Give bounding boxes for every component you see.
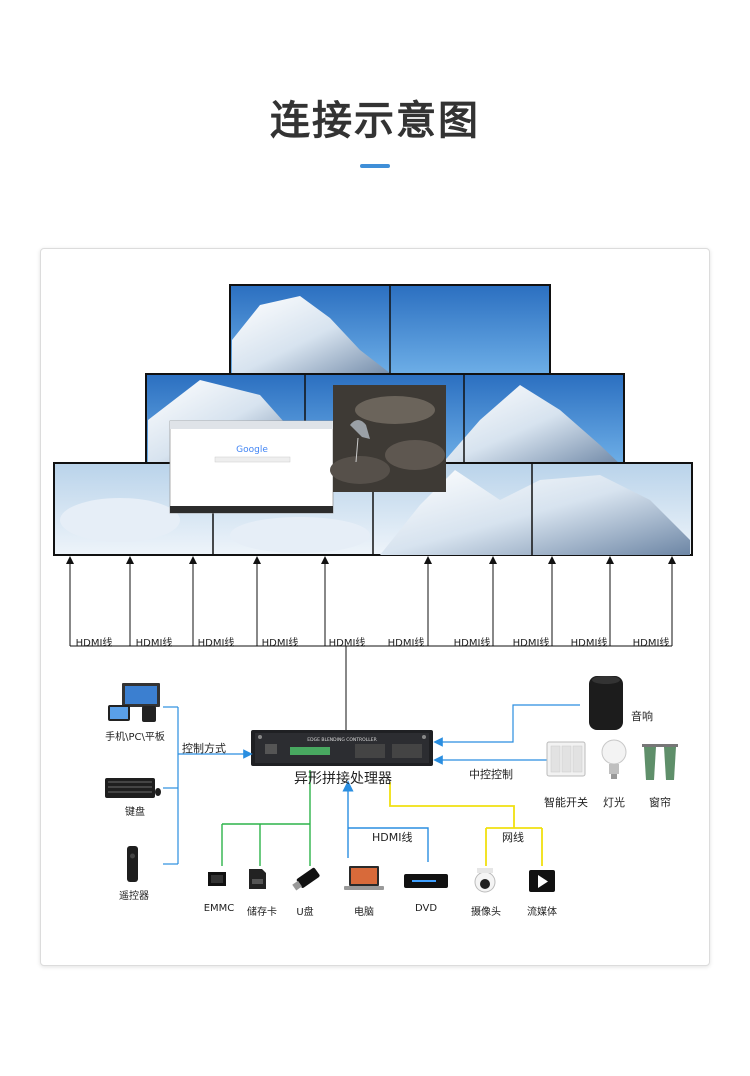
network-links [389, 782, 543, 866]
hdmi-label-2: HDMI线 [135, 638, 173, 649]
camera-icon [474, 868, 496, 893]
device-label-curtain: 窗帘 [649, 796, 671, 809]
devices-icon [108, 683, 160, 722]
processor-name: 异形拼接处理器 [294, 771, 392, 787]
device-label-devices: 手机\PC\平板 [105, 732, 165, 743]
title-underline [360, 164, 390, 168]
page-title: 连接示意图 [270, 98, 480, 144]
control-method-label: 控制方式 [182, 742, 226, 755]
hdmi-arrows [66, 556, 676, 730]
storage-links [221, 770, 311, 866]
device-label-stream: 流媒体 [527, 907, 557, 918]
network-label: 网线 [502, 831, 524, 844]
edge-blending-processor: EDGE BLENDING CONTROLLER [251, 730, 433, 766]
central-control-links [433, 704, 580, 765]
keyboard-icon [105, 778, 161, 798]
hdmi-label-8: HDMI线 [512, 638, 550, 649]
device-label-sd: 储存卡 [247, 907, 277, 918]
control-links [163, 706, 253, 865]
device-label-usb: U盘 [296, 907, 314, 918]
device-label-camera: 摄像头 [471, 907, 501, 918]
video-wall: Google [53, 284, 693, 556]
remote-icon [127, 846, 138, 882]
emmc-chip-icon [208, 872, 226, 886]
hdmi-label-6: HDMI线 [387, 638, 425, 649]
streaming-icon [529, 870, 555, 892]
device-label-remote: 遥控器 [119, 891, 149, 902]
hdmi-label-4: HDMI线 [261, 638, 299, 649]
device-label-laptop: 电脑 [354, 907, 374, 918]
device-label-keyboard: 键盘 [125, 807, 145, 818]
hdmi-label-3: HDMI线 [197, 638, 235, 649]
hdmi-label-1: HDMI线 [75, 638, 113, 649]
speaker-icon [589, 676, 623, 730]
device-label-dvd: DVD [414, 903, 438, 914]
device-label-emmc: EMMC [203, 903, 235, 914]
sd-card-icon [249, 869, 266, 889]
switch-icon [546, 741, 586, 777]
hdmi-input-label: HDMI线 [372, 831, 413, 844]
hdmi-label-9: HDMI线 [570, 638, 608, 649]
usb-drive-icon [292, 867, 320, 891]
hdmi-label-5: HDMI线 [328, 638, 366, 649]
curtain-icon [642, 744, 678, 780]
bulb-icon [601, 739, 627, 779]
device-label-bulb: 灯光 [603, 796, 625, 809]
central-control-label: 中控控制 [469, 768, 513, 781]
processor-panel-text: EDGE BLENDING CONTROLLER [307, 737, 376, 743]
hdmi-label-10: HDMI线 [632, 638, 670, 649]
device-label-switch: 智能开关 [544, 796, 588, 809]
dvd-player-icon [404, 874, 448, 888]
hdmi-input-links [342, 780, 429, 862]
device-label-speaker: 音响 [631, 710, 653, 723]
laptop-icon [344, 866, 384, 890]
svg-text:Google: Google [236, 445, 268, 455]
hdmi-label-7: HDMI线 [453, 638, 491, 649]
